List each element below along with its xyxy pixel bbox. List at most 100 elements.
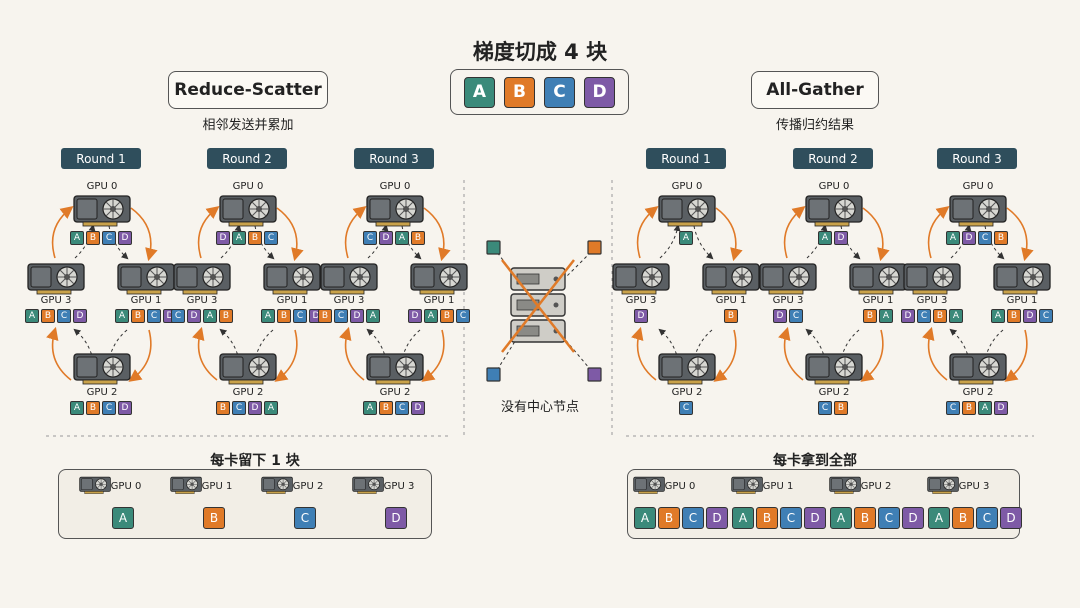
all-gather-summary-gpu-3-label: GPU 3	[958, 481, 990, 492]
chunk-b: B	[994, 231, 1008, 245]
gpu-0-icon	[803, 194, 865, 228]
chunk-c: C	[976, 507, 998, 529]
chunk-d: D	[1023, 309, 1037, 323]
chunk-a: A	[203, 309, 217, 323]
chunk-d: D	[706, 507, 728, 529]
send-arrow	[631, 326, 657, 381]
send-arrow	[1004, 329, 1028, 382]
legend-chunk-b: B	[504, 76, 535, 108]
chunk-b: B	[411, 231, 425, 245]
chunk-b: B	[933, 309, 947, 323]
chunk-c: C	[780, 507, 802, 529]
gpu-2-label: GPU 2	[232, 387, 264, 398]
gpu-1-icon	[408, 262, 470, 296]
chunk-a: A	[978, 401, 992, 415]
chunk-c: C	[171, 309, 185, 323]
send-arrow	[423, 207, 451, 262]
chunk-b: B	[724, 309, 738, 323]
chunk-b: B	[756, 507, 778, 529]
server-icon	[486, 240, 602, 382]
reduce-scatter-summary-gpu-3-label: GPU 3	[383, 481, 415, 492]
gpu-0-label: GPU 0	[86, 181, 118, 192]
gpu-2-label: GPU 2	[86, 387, 118, 398]
chunk-a: A	[879, 309, 893, 323]
chunk-c: C	[147, 309, 161, 323]
chunk-b: B	[863, 309, 877, 323]
send-arrow	[778, 326, 804, 381]
chunk-a: A	[366, 309, 380, 323]
diagram-title: 梯度切成 4 块	[472, 40, 608, 64]
chunk-c: C	[456, 309, 470, 323]
gpu-1-icon	[991, 262, 1053, 296]
send-arrow	[339, 326, 365, 381]
receive-arrow	[949, 328, 970, 361]
receive-arrow	[73, 328, 94, 361]
all-gather-summary-gpu-3-icon	[926, 476, 960, 495]
chunk-b: B	[131, 309, 145, 323]
chunk-b: B	[962, 401, 976, 415]
reduce-scatter-summary-gpu-0-chunks: A	[112, 507, 134, 529]
gpu-3-icon	[610, 262, 672, 296]
gpu-2-icon	[947, 352, 1009, 386]
send-arrow	[274, 329, 298, 382]
chunk-c: C	[395, 401, 409, 415]
chunk-a: A	[363, 401, 377, 415]
legend-chunk-a: A	[464, 76, 495, 108]
chunk-a: A	[261, 309, 275, 323]
chunk-legend: A B C D	[450, 69, 629, 115]
chunk-d: D	[118, 401, 132, 415]
chunk-c: C	[102, 401, 116, 415]
chunk-d: D	[385, 507, 407, 529]
all-gather-summary-title: 每卡拿到全部	[773, 453, 857, 469]
chunk-c: C	[294, 507, 316, 529]
round-1-pill: Round 1	[61, 148, 141, 169]
reduce-scatter-summary-gpu-1-icon	[169, 476, 203, 495]
round-2-pill: Round 2	[207, 148, 287, 169]
send-arrow	[927, 206, 950, 259]
chunk-a: A	[991, 309, 1005, 323]
gpu-0-icon	[71, 194, 133, 228]
reduce-scatter-summary-gpu-2-label: GPU 2	[292, 481, 324, 492]
chunk-c: C	[789, 309, 803, 323]
send-arrow	[862, 207, 890, 262]
gpu-0-label: GPU 0	[232, 181, 264, 192]
chunk-d: D	[994, 401, 1008, 415]
gpu-3-label: GPU 3	[186, 295, 218, 306]
gpu-1-label: GPU 1	[715, 295, 747, 306]
reduce-scatter-summary-gpu-2-icon	[260, 476, 294, 495]
gpu-3-icon	[757, 262, 819, 296]
chunk-d: D	[118, 231, 132, 245]
send-arrow	[130, 207, 158, 262]
receive-arrow	[805, 328, 826, 361]
gpu-0-icon	[947, 194, 1009, 228]
chunk-d: D	[411, 401, 425, 415]
chunk-b: B	[834, 401, 848, 415]
gpu-3-label: GPU 3	[40, 295, 72, 306]
chunk-a: A	[115, 309, 129, 323]
gpu-3-label: GPU 3	[625, 295, 657, 306]
chunk-b: B	[379, 401, 393, 415]
chunk-a: A	[949, 309, 963, 323]
reduce-scatter-subtitle: 相邻发送并累加	[202, 118, 294, 133]
chunk-b: B	[203, 507, 225, 529]
chunk-a: A	[679, 231, 693, 245]
gpu-1-label: GPU 1	[862, 295, 894, 306]
chunk-d: D	[962, 231, 976, 245]
round-3-pill: Round 3	[354, 148, 434, 169]
gpu-1-chunks: B	[724, 309, 738, 323]
reduce-scatter-summary-gpu-3-chunks: D	[385, 507, 407, 529]
gpu-1-icon	[115, 262, 177, 296]
chunk-b: B	[1007, 309, 1021, 323]
reduce-scatter-heading: Reduce-Scatter	[168, 71, 328, 109]
chunk-b: B	[216, 401, 230, 415]
